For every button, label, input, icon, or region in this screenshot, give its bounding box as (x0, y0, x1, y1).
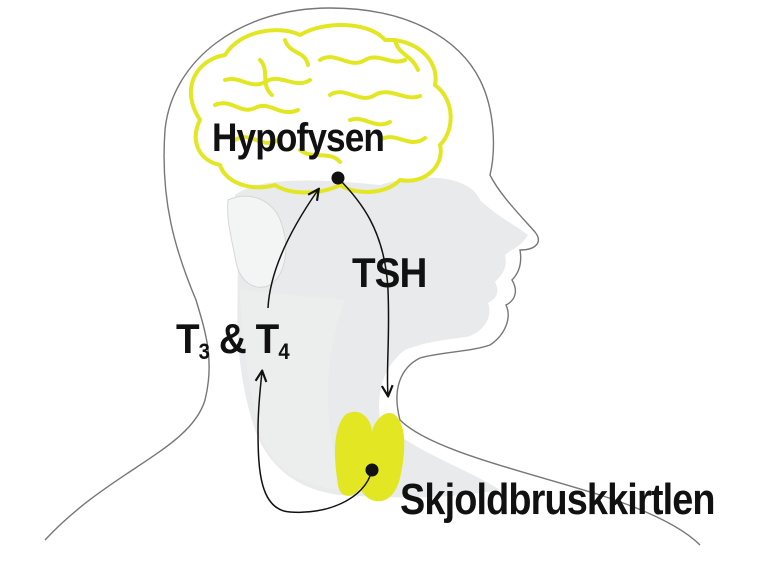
t4-subscript: 4 (278, 339, 288, 364)
t4-text: T (256, 315, 279, 362)
pituitary-label: Hypofysen (212, 118, 384, 158)
thyroid-dot (366, 464, 379, 477)
t3-t4-label: T3 & T4 (176, 318, 289, 363)
thyroid-label: Skjoldbruskkirtlen (400, 478, 715, 522)
brain-icon (191, 25, 451, 193)
t3-subscript: 3 (199, 339, 209, 364)
thyroid-gland-icon (335, 412, 404, 502)
ampersand-text: & (209, 315, 256, 362)
tsh-label: TSH (352, 252, 427, 294)
t3-text: T (176, 315, 199, 362)
pituitary-dot (332, 172, 345, 185)
